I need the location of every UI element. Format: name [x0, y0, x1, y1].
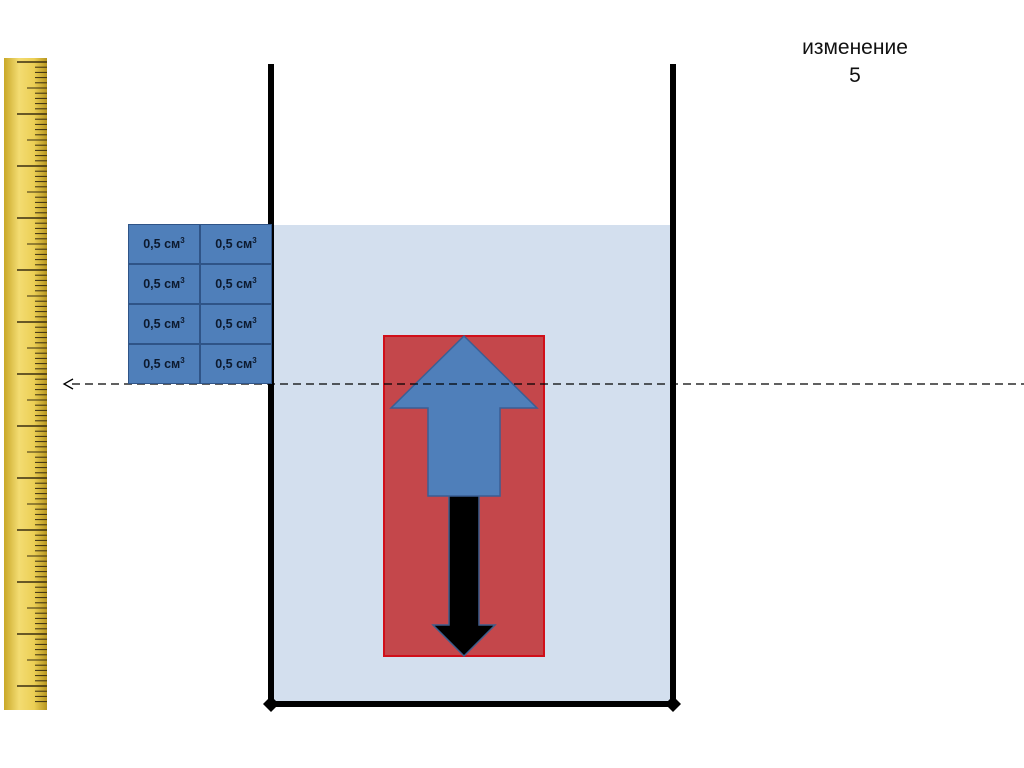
change-label-text: изменение — [802, 36, 908, 59]
volume-cube: 0,5 см3 — [128, 344, 200, 384]
volume-cube: 0,5 см3 — [128, 224, 200, 264]
volume-cube: 0,5 см3 — [128, 264, 200, 304]
volume-cube: 0,5 см3 — [200, 344, 272, 384]
ruler-ticks — [17, 61, 47, 703]
down-arrow-icon — [431, 493, 497, 658]
beaker-corner-left — [263, 696, 279, 712]
change-number: 5 — [849, 64, 861, 87]
up-arrow-icon — [389, 334, 539, 497]
volume-cube: 0,5 см3 — [128, 304, 200, 344]
change-label: изменение 5 — [775, 34, 935, 90]
volume-cube: 0,5 см3 — [200, 224, 272, 264]
volume-cube: 0,5 см3 — [200, 264, 272, 304]
beaker-corner-right — [665, 696, 681, 712]
ruler — [4, 58, 47, 710]
volume-cube: 0,5 см3 — [200, 304, 272, 344]
dashed-left-arrow-icon — [62, 378, 74, 390]
